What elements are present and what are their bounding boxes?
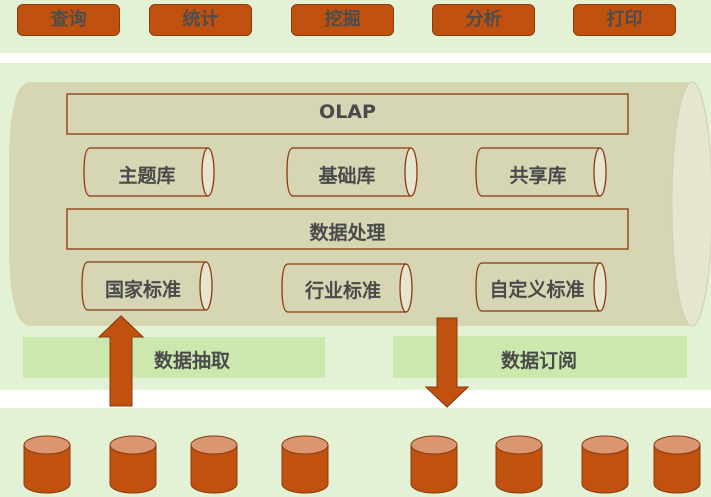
analysis-button[interactable]: 分析 bbox=[432, 4, 535, 36]
national-standard-label: 国家标准 bbox=[104, 279, 181, 301]
base-library-cylinder bbox=[286, 147, 418, 197]
subscribe-label: 数据订阅 bbox=[500, 350, 577, 372]
national-standard-cylinder bbox=[81, 261, 213, 311]
custom-standard-label: 自定义标准 bbox=[489, 279, 585, 301]
database-icon bbox=[495, 435, 543, 494]
mining-button[interactable]: 挖掘 bbox=[291, 4, 394, 36]
extract-box bbox=[23, 337, 325, 378]
database-icon bbox=[23, 435, 71, 494]
theme-library-label: 主题库 bbox=[118, 165, 176, 187]
database-icon bbox=[281, 435, 329, 494]
extract-label: 数据抽取 bbox=[153, 350, 230, 372]
industry-standard-label: 行业标准 bbox=[304, 280, 381, 302]
database-icon bbox=[581, 435, 629, 494]
database-icon bbox=[109, 435, 157, 494]
database-icon bbox=[410, 435, 458, 494]
statistics-button[interactable]: 统计 bbox=[149, 4, 252, 36]
processing-box bbox=[66, 208, 629, 250]
shared-library-cylinder bbox=[475, 147, 607, 197]
olap-box bbox=[66, 93, 629, 135]
print-button[interactable]: 打印 bbox=[573, 4, 676, 36]
processing-label: 数据处理 bbox=[309, 222, 386, 244]
olap-label: OLAP bbox=[319, 101, 376, 123]
shared-library-label: 共享库 bbox=[509, 165, 567, 187]
industry-standard-cylinder bbox=[281, 263, 413, 313]
database-icon bbox=[653, 435, 701, 494]
base-library-label: 基础库 bbox=[318, 165, 376, 187]
query-button[interactable]: 查询 bbox=[17, 4, 120, 36]
database-icon bbox=[190, 435, 238, 494]
theme-library-cylinder bbox=[83, 147, 215, 197]
custom-standard-cylinder bbox=[475, 262, 607, 312]
